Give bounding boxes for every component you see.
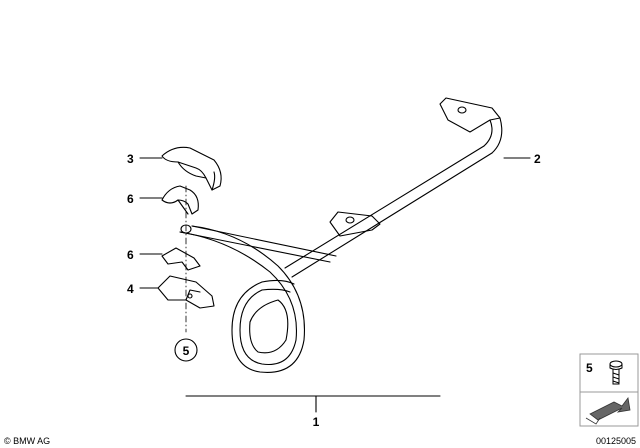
callout-3: 3 (127, 152, 134, 166)
callout-2: 2 (534, 152, 541, 166)
clamp-part-6-upper (161, 185, 199, 215)
bracket-part (179, 97, 503, 373)
clamp-part-3 (161, 146, 222, 191)
copyright-text: © BMW AG (4, 436, 50, 446)
callout-6-upper: 6 (127, 192, 134, 206)
drawing-number: 00125005 (596, 436, 636, 446)
legend-box: 5 (579, 353, 639, 427)
callout-5-circled: 5 (183, 344, 190, 358)
clamp-part-6-lower (161, 247, 201, 271)
callout-6-lower: 6 (127, 248, 134, 262)
arrow-icon (585, 397, 631, 425)
legend-number: 5 (586, 361, 593, 375)
callout-1: 1 (313, 415, 320, 429)
screw-icon (609, 360, 623, 385)
clamp-part-4 (157, 275, 215, 309)
callout-4: 4 (127, 282, 134, 296)
